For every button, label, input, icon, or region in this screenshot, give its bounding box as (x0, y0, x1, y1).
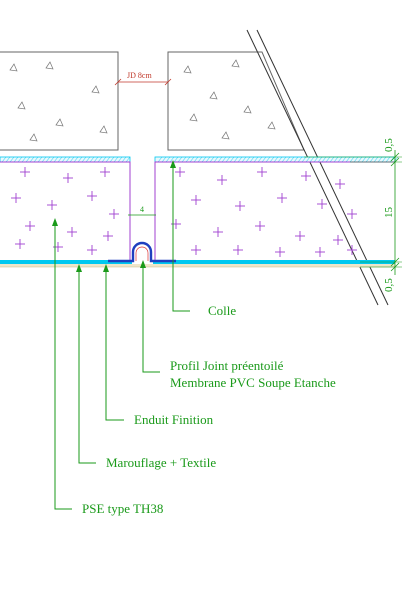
cut-line-inner (256, 29, 389, 306)
aggregate-mark (29, 133, 38, 142)
cut-line-outer (246, 29, 379, 306)
jd-tick-left (114, 78, 122, 86)
insulation-cross (100, 167, 110, 177)
insulation-cross (47, 200, 57, 210)
insulation-cross (347, 245, 357, 255)
insulation-cross (191, 195, 201, 205)
joint-profile (108, 241, 176, 263)
insulation-cross (335, 179, 345, 189)
arrow-marouflage (76, 264, 82, 272)
insulation-cross (233, 245, 243, 255)
aggregate-mark (99, 125, 108, 134)
insulation-cross (255, 221, 265, 231)
right-dim-ticks (390, 152, 400, 272)
insulation-cross (63, 173, 73, 183)
insulation-cross (25, 221, 35, 231)
label-enduit: Enduit Finition (134, 412, 214, 427)
right-dim-bottom: 0,5 (383, 278, 395, 292)
jd-dimension-label: JD 8cm (127, 71, 152, 80)
arrow-profil (140, 260, 146, 268)
insulation-cross (277, 193, 287, 203)
label-colle: Colle (208, 303, 236, 318)
glue-layer-right (154, 156, 396, 163)
insulation-cross (295, 231, 305, 241)
profile-width-label: 4 (140, 205, 144, 214)
insulation-board-right (154, 161, 395, 260)
aggregate-mark (55, 118, 64, 127)
insulation-cross (103, 231, 113, 241)
right-dim-top: 0,5 (383, 138, 395, 152)
leader-lines (54, 162, 190, 510)
concrete-block-left (0, 51, 119, 151)
insulation-cross (235, 201, 245, 211)
label-profil-line1: Profil Joint préentoilé (170, 358, 284, 373)
insulation-board-left (0, 161, 131, 260)
leader-arrowheads (52, 160, 176, 272)
insulation-cross (315, 247, 325, 257)
insulation-cross (275, 247, 285, 257)
membrane-layer-right (153, 260, 395, 264)
glue-hatching (1, 156, 399, 163)
insulation-crosses (11, 167, 357, 257)
arrow-pse (52, 218, 58, 226)
insulation-cross (191, 245, 201, 255)
leader-enduit (105, 266, 124, 421)
aggregate-mark (243, 105, 252, 114)
aggregate-mark (17, 101, 26, 110)
insulation-cross (67, 227, 77, 237)
leader-profil (142, 262, 160, 373)
insulation-cross (87, 245, 97, 255)
aggregate-mark (231, 59, 240, 68)
insulation-cross (301, 171, 311, 181)
aggregate-mark (267, 121, 276, 130)
label-pse: PSE type TH38 (82, 501, 163, 516)
insulation-cross (347, 209, 357, 219)
insulation-cross (217, 175, 227, 185)
arrow-colle (170, 160, 176, 168)
concrete-aggregate (9, 59, 276, 142)
insulation-cross (20, 167, 30, 177)
aggregate-mark (91, 85, 100, 94)
leader-pse (54, 220, 72, 510)
insulation-cross (15, 239, 25, 249)
finishing-render-layer (0, 264, 395, 267)
insulation-cross (257, 167, 267, 177)
label-marouflage: Marouflage + Textile (106, 455, 216, 470)
aggregate-mark (189, 113, 198, 122)
insulation-cross (11, 193, 21, 203)
insulation-cross (333, 235, 343, 245)
insulation-cross (87, 191, 97, 201)
jd-tick-right (164, 78, 172, 86)
insulation-cross (317, 199, 327, 209)
insulation-cross (213, 227, 223, 237)
right-dim-middle: 15 (383, 207, 395, 219)
membrane-layer-left (0, 260, 132, 264)
aggregate-mark (183, 65, 192, 74)
label-profil-line2: Membrane PVC Soupe Etanche (170, 375, 336, 390)
leader-colle (172, 162, 190, 312)
arrow-enduit (103, 264, 109, 272)
aggregate-mark (209, 91, 218, 100)
aggregate-mark (45, 61, 54, 70)
aggregate-mark (9, 63, 18, 72)
insulation-cross (175, 167, 185, 177)
joint-profile-inner (135, 246, 149, 261)
aggregate-mark (221, 131, 230, 140)
leader-marouflage (78, 266, 96, 464)
insulation-cross (109, 209, 119, 219)
